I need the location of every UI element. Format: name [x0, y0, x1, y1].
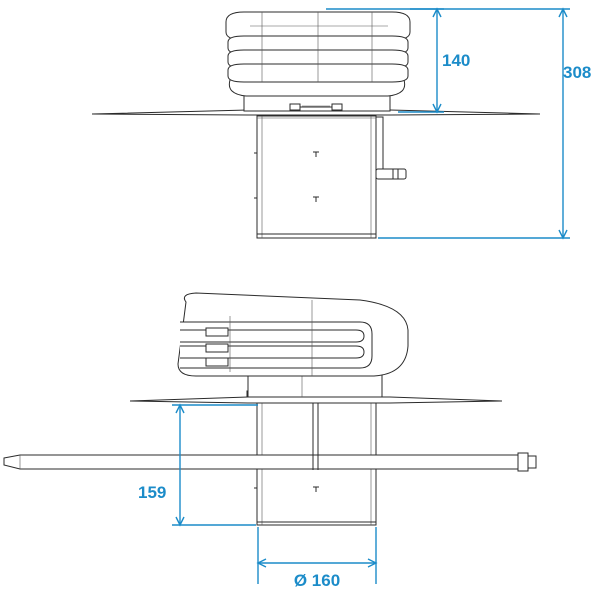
front-collar	[243, 91, 391, 112]
dimension-pipe-diameter: Ø 160	[256, 527, 378, 590]
side-hood	[177, 292, 409, 377]
dimension-hood-height: 140	[326, 7, 470, 114]
side-elevation: 159 Ø 160	[3, 292, 537, 590]
dimension-total-height: 308	[378, 7, 591, 240]
pipe-diameter-label: Ø 160	[294, 571, 340, 590]
front-pull-rod	[375, 116, 407, 180]
pipe-length-label: 159	[138, 483, 166, 502]
front-elevation: 140 308	[91, 7, 591, 240]
front-hood	[225, 11, 411, 97]
total-height-label: 308	[563, 63, 591, 82]
hood-height-label: 140	[442, 51, 470, 70]
front-pipe	[254, 115, 377, 239]
dimension-pipe-length: 159	[138, 403, 258, 527]
side-pull-rod	[3, 398, 537, 472]
